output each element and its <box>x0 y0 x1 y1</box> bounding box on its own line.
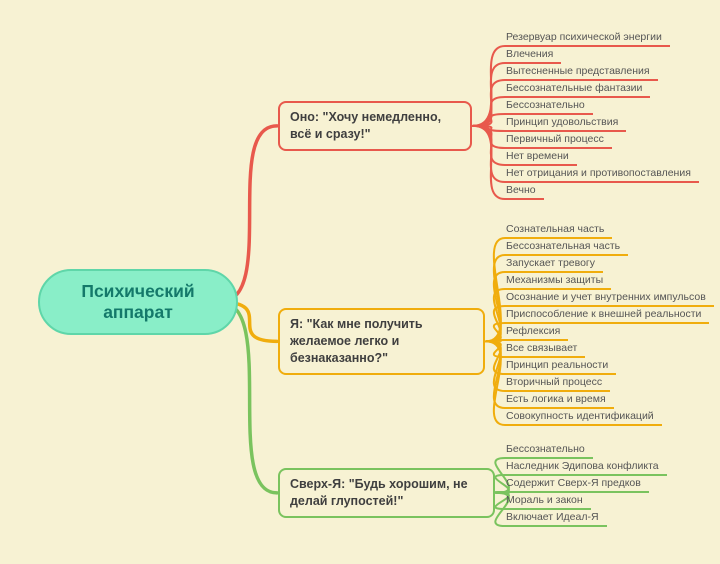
leaf-topic[interactable]: Запускает тревогу <box>505 257 603 273</box>
leaf-topic[interactable]: Нет отрицания и противопоставления <box>505 167 699 183</box>
leaf-topic[interactable]: Бессознательная часть <box>505 240 629 256</box>
leaf-topic[interactable]: Механизмы защиты <box>505 274 612 290</box>
leaf-topic[interactable]: Есть логика и время <box>505 393 614 409</box>
leaf-topic[interactable]: Наследник Эдипова конфликта <box>505 460 667 476</box>
leaf-topic[interactable]: Совокупность идентификаций <box>505 410 662 426</box>
leaf-topic[interactable]: Все связывает <box>505 342 586 358</box>
leaf-topic[interactable]: Осознание и учет внутренних импульсов <box>505 291 714 307</box>
leaf-topic[interactable]: Вытесненные представления <box>505 65 658 81</box>
leaf-topic[interactable]: Бессознательно <box>505 99 593 115</box>
root-node[interactable]: Психический аппарат <box>38 269 238 335</box>
leaf-topic[interactable]: Нет времени <box>505 150 577 166</box>
leaf-topic[interactable]: Включает Идеал-Я <box>505 511 607 527</box>
leaf-topic[interactable]: Рефлексия <box>505 325 569 341</box>
leaf-topic[interactable]: Приспособление к внешней реальности <box>505 308 710 324</box>
leaf-topic[interactable]: Бессознательные фантазии <box>505 82 651 98</box>
branch-label-id: Оно: "Хочу немедленно, всё и сразу!" <box>290 110 442 141</box>
leaf-topic[interactable]: Вторичный процесс <box>505 376 611 392</box>
branch-label-superego: Сверх-Я: "Будь хорошим, не делай глупост… <box>290 477 468 508</box>
leaf-topic[interactable]: Бессознательно <box>505 443 593 459</box>
leaf-topic[interactable]: Принцип удовольствия <box>505 116 627 132</box>
leaf-topic[interactable]: Содержит Сверх-Я предков <box>505 477 649 493</box>
branch-node-superego[interactable]: Сверх-Я: "Будь хорошим, не делай глупост… <box>278 468 495 518</box>
root-label: Психический аппарат <box>81 281 195 322</box>
branch-label-ego: Я: "Как мне получить желаемое легко и бе… <box>290 317 423 365</box>
branch-node-ego[interactable]: Я: "Как мне получить желаемое легко и бе… <box>278 308 485 375</box>
leaf-topic[interactable]: Мораль и закон <box>505 494 591 510</box>
leaf-topic[interactable]: Резервуар психической энергии <box>505 31 670 47</box>
leaf-topic[interactable]: Влечения <box>505 48 562 64</box>
leaf-topic[interactable]: Вечно <box>505 184 544 200</box>
leaf-topic[interactable]: Первичный процесс <box>505 133 612 149</box>
leaf-topic[interactable]: Принцип реальности <box>505 359 617 375</box>
branch-node-id[interactable]: Оно: "Хочу немедленно, всё и сразу!" <box>278 101 472 151</box>
leaf-topic[interactable]: Сознательная часть <box>505 223 613 239</box>
